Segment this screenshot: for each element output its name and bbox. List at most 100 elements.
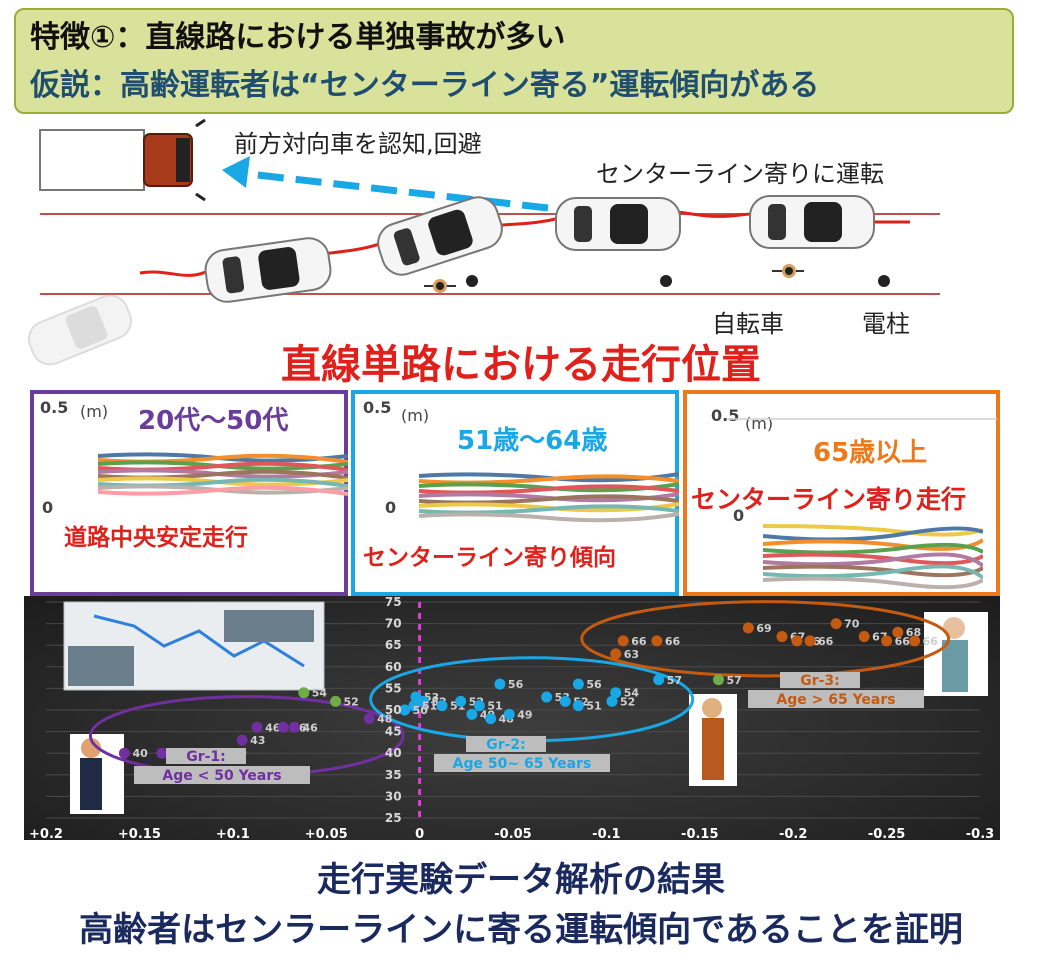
- person-body: [942, 640, 968, 692]
- trajectory-lines-3: [763, 524, 983, 590]
- panel-title: 20代～50代: [138, 406, 289, 436]
- data-point: [236, 734, 248, 746]
- data-point: [712, 674, 724, 686]
- point-label: 63: [624, 648, 639, 661]
- pole-icon-2: [660, 275, 672, 287]
- person-head: [943, 617, 965, 639]
- group-label-bg: [134, 766, 310, 784]
- data-point: [399, 704, 411, 716]
- panel-top-line: [727, 418, 997, 420]
- point-label: 51: [586, 700, 601, 713]
- panel-title: 65歳以上: [813, 438, 928, 468]
- data-point: [830, 618, 842, 630]
- group-label-bg: [166, 748, 246, 764]
- panel-title: 51歳～64歳: [457, 426, 608, 456]
- data-point: [466, 708, 478, 720]
- point-label: 57: [726, 674, 741, 687]
- bicycle-icon-2: [772, 264, 804, 278]
- person-body: [702, 718, 724, 780]
- point-label: 68: [906, 626, 921, 639]
- road-strip-photo: [224, 610, 314, 642]
- panel-unit: (m): [401, 406, 430, 425]
- person-head: [702, 698, 722, 718]
- data-point: [455, 695, 467, 707]
- road-scene-graphic: [27, 118, 940, 366]
- data-point: [156, 747, 168, 759]
- scene-title: 直線単路における走行位置: [281, 342, 761, 388]
- panel-tick-top: 0.5: [711, 406, 740, 425]
- panel-tick-top: 0.5: [40, 398, 69, 417]
- arrow-head-icon: [222, 156, 250, 188]
- header-line-hypothesis: 仮説：高齢運転者は“センターライン寄る”運転傾向がある: [30, 68, 820, 103]
- x-tick-label: -0.1: [592, 827, 620, 840]
- data-point: [742, 622, 754, 634]
- point-label: 54: [312, 687, 328, 700]
- data-point: [610, 687, 622, 699]
- point-label: 57: [667, 674, 682, 687]
- y-tick-label: 30: [385, 789, 402, 803]
- x-tick-label: +0.15: [118, 827, 161, 840]
- data-point: [892, 626, 904, 638]
- data-point: [277, 721, 289, 733]
- data-point: [804, 635, 816, 647]
- bicycle-label: 自転車: [712, 310, 784, 338]
- group-label-1: Gr-3:: [800, 673, 840, 689]
- point-label: 56: [586, 678, 602, 691]
- data-point: [881, 635, 893, 647]
- data-point: [791, 635, 803, 647]
- y-tick-label: 55: [385, 681, 402, 695]
- group-label-1: Gr-2:: [486, 737, 526, 753]
- point-label: 69: [756, 622, 771, 635]
- data-point: [651, 635, 663, 647]
- data-point: [503, 708, 515, 720]
- point-label: 49: [517, 708, 532, 721]
- data-point: [909, 635, 921, 647]
- y-tick-label: 25: [385, 811, 402, 825]
- point-label: 50: [413, 704, 429, 717]
- x-tick-label: +0.05: [305, 827, 348, 840]
- data-point: [288, 721, 300, 733]
- data-point: [408, 700, 420, 712]
- group-label-1: Gr-1:: [186, 749, 226, 765]
- data-point: [606, 695, 618, 707]
- person-head: [81, 738, 101, 758]
- group-label-2: Age 50~ 65 Years: [453, 756, 592, 772]
- data-point: [776, 631, 788, 643]
- road-strip-photo: [68, 646, 134, 686]
- group-label-bg: [780, 672, 860, 688]
- y-tick-label: 35: [385, 768, 402, 782]
- y-tick-label: 65: [385, 638, 402, 652]
- avoid-arrow-icon: [239, 169, 549, 212]
- pole-icon-3: [878, 275, 890, 287]
- panel-age-65-plus: 0.5 (m) 65歳以上 センターライン寄り走行 0: [683, 390, 1000, 596]
- car-icon-1: [204, 237, 332, 303]
- panel-tick-bottom: 0: [42, 498, 54, 517]
- bicycle-icon-1: [424, 279, 456, 293]
- point-label: 56: [508, 678, 524, 691]
- data-point: [473, 700, 485, 712]
- data-point: [251, 721, 263, 733]
- group-ellipse: [580, 600, 951, 678]
- point-label: 52: [620, 695, 635, 708]
- data-point: [617, 635, 629, 647]
- result-line-2: 高齢者はセンラーラインに寄る運転傾向であることを証明: [79, 910, 963, 950]
- data-point: [559, 695, 571, 707]
- panel-age-20-50: 0.5 (m) 20代～50代 0 道路中央安定走行: [30, 390, 348, 596]
- x-tick-label: -0.2: [779, 827, 807, 840]
- group-label-bg: [434, 754, 610, 772]
- truck-icon: [39, 118, 206, 202]
- panel-unit: (m): [80, 402, 109, 421]
- road-scene: 前方対向車を認知,回避 センターライン寄りに運転 自転車 電柱: [0, 118, 1042, 378]
- y-tick-label: 45: [385, 725, 402, 739]
- person-body: [80, 758, 102, 810]
- point-label: 70: [844, 618, 860, 631]
- panel-tick-bottom: 0: [385, 498, 397, 517]
- scatter-plot: 4040404043464646485352515051525149484956…: [29, 595, 994, 842]
- y-tick-label: 60: [385, 660, 402, 674]
- point-label: 40: [132, 747, 148, 760]
- point-label: 54: [624, 687, 640, 700]
- data-point: [572, 700, 584, 712]
- data-point: [485, 713, 497, 725]
- car-icon-4: [749, 195, 875, 249]
- point-label: 66: [665, 635, 681, 648]
